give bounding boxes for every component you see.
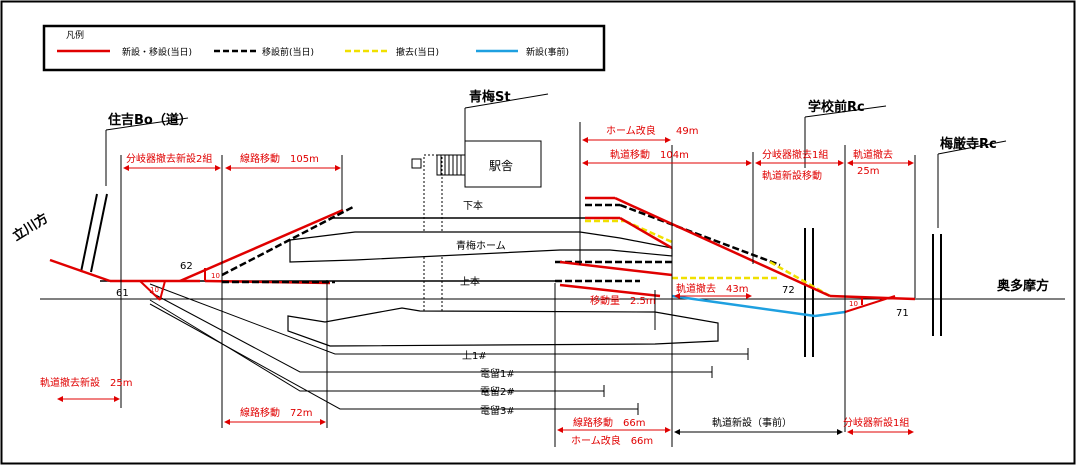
ome-station-label: 青梅St bbox=[469, 89, 511, 105]
up1-track bbox=[149, 283, 748, 355]
up1-label: 上1# bbox=[462, 350, 487, 362]
siding2-track bbox=[149, 299, 604, 392]
note-track-remove-43: 軌道撤去 43m bbox=[676, 282, 748, 295]
platform-label: 青梅ホーム bbox=[456, 239, 506, 252]
note-track-new-move: 軌道新設移動 bbox=[762, 169, 822, 182]
note-branch-new1: 分岐器新設1組 bbox=[843, 416, 909, 429]
legend-title: 凡例 bbox=[66, 29, 84, 41]
siding3-label: 電留3# bbox=[480, 404, 515, 417]
note-branch-remove-new2: 分岐器撤去新設2組 bbox=[126, 152, 212, 165]
legend-label-new-advance: 新設(事前) bbox=[526, 46, 569, 58]
dimensions bbox=[57, 137, 914, 435]
angle-10-c: 10 bbox=[849, 300, 858, 308]
guide-lines bbox=[120, 122, 916, 447]
east-advance-new-track bbox=[671, 294, 846, 318]
note-home-kairyo-66: ホーム改良 66m bbox=[571, 434, 653, 447]
down-main-label: 下本 bbox=[463, 199, 483, 212]
station-house bbox=[464, 140, 542, 188]
sumiyoshi-crossing-bar-2 bbox=[90, 193, 108, 273]
station-house-label: 駅舎 bbox=[489, 159, 513, 173]
note-home-kairyo-49-len: 49m bbox=[676, 126, 698, 137]
legend: 凡例 新設・移設(当日) 移設前(当日) 撤去(当日) 新設(事前) bbox=[42, 24, 606, 72]
point-71-label: 71 bbox=[896, 308, 909, 319]
note-line-move-66: 線路移動 66m bbox=[573, 416, 645, 429]
legend-label-before-move: 移設前(当日) bbox=[262, 46, 314, 58]
legend-label-removal: 撤去(当日) bbox=[396, 46, 439, 58]
sumiyoshi-leader bbox=[105, 117, 189, 131]
up-main-label: 上本 bbox=[460, 275, 480, 288]
angle-10-b: 10 bbox=[211, 272, 220, 280]
note-move-amount: 移動量 2.5m bbox=[590, 294, 656, 307]
east-new-tracks bbox=[559, 196, 916, 313]
point-62-label: 62 bbox=[180, 261, 193, 272]
west-before-tracks bbox=[221, 204, 356, 284]
note-track-remove-len: 25m bbox=[857, 166, 879, 177]
siding2-label: 電留2# bbox=[480, 385, 515, 398]
okutama-direction-label: 奥多摩方 bbox=[997, 278, 1049, 294]
tachikawa-direction-label: 立川方 bbox=[10, 210, 52, 244]
legend-box bbox=[42, 24, 606, 72]
gakko-leader bbox=[804, 105, 887, 118]
station-stairs-top bbox=[436, 154, 466, 176]
sumiyoshi-label: 住吉Bo（道） bbox=[108, 112, 192, 128]
pillar-marker-1 bbox=[411, 158, 422, 169]
legend-label-new-move: 新設・移設(当日) bbox=[122, 46, 192, 58]
sumiyoshi-crossing-bar-1 bbox=[80, 193, 98, 273]
point-61-label: 61 bbox=[116, 288, 129, 299]
note-track-new-pre: 軌道新設（事前） bbox=[712, 416, 792, 429]
baigan-leader bbox=[937, 140, 1007, 155]
angle-10-a: 10 bbox=[150, 286, 159, 294]
side-platform bbox=[287, 307, 719, 347]
note-track-remove: 軌道撤去 bbox=[853, 148, 893, 161]
note-branch-remove1: 分岐器撤去1組 bbox=[762, 148, 828, 161]
siding1-label: 電留1# bbox=[480, 367, 515, 380]
baigan-label: 梅厳寺Rc bbox=[940, 136, 997, 152]
ome-leader bbox=[464, 93, 549, 109]
siding3-track bbox=[149, 303, 638, 410]
note-track-remove-new-25: 軌道撤去新設 25m bbox=[40, 376, 132, 389]
note-line-move-72: 線路移動 72m bbox=[240, 406, 312, 419]
point-72-label: 72 bbox=[782, 285, 795, 296]
note-line-move-105: 線路移動 105m bbox=[240, 152, 319, 165]
siding1-track bbox=[149, 291, 712, 373]
note-track-move-104: 軌道移動 104m bbox=[610, 148, 689, 161]
note-home-kairyo-49: ホーム改良 bbox=[606, 124, 656, 137]
